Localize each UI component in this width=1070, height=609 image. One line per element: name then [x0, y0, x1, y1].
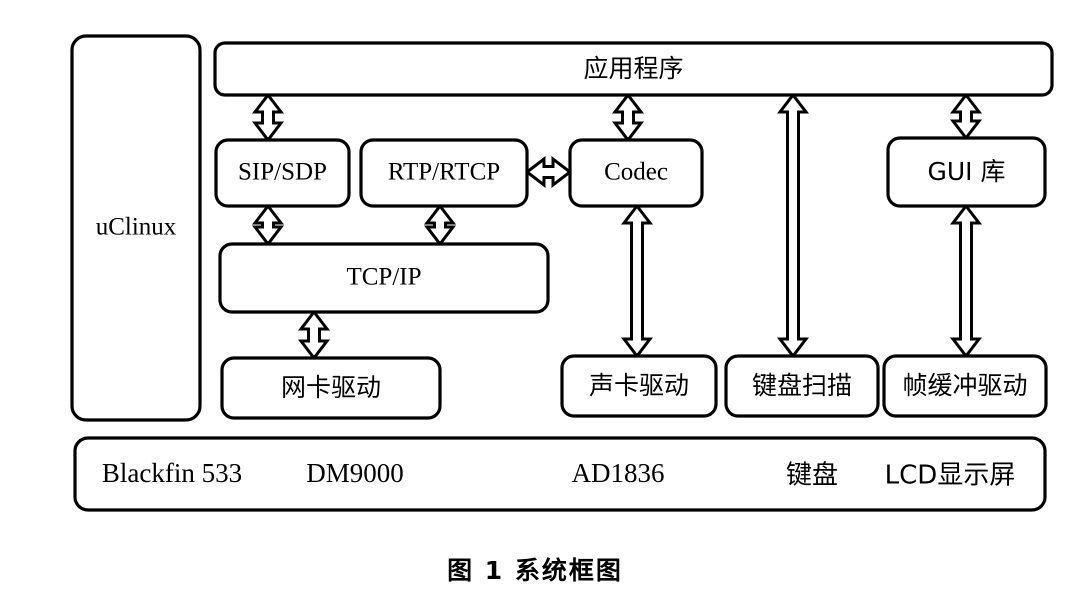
block-rtp-rtcp[interactable]: RTP/RTCP	[359, 138, 529, 208]
block-framebuffer-driver[interactable]: 帧缓冲驱动	[882, 354, 1048, 418]
box-layer: uClinux 应用程序 SIP/SDP RTP/RTCP Codec GUI 库 TCP/…	[70, 34, 1054, 512]
hardware-item-lcd-display: LCD显示屏	[885, 461, 1016, 491]
block-tcp-ip-label: TCP/IP	[346, 264, 421, 291]
connector-codec-to-sound-card-driver-arrow-icon	[620, 203, 654, 359]
hardware-item-ad1836: AD1836	[572, 458, 665, 488]
connector-tcp-ip-to-nic-driver-arrow-icon	[297, 309, 331, 361]
connector-app-to-codec-arrow-icon	[611, 92, 645, 143]
block-codec[interactable]: Codec	[568, 138, 704, 208]
hardware-item-blackfin-533: Blackfin 533	[102, 458, 242, 488]
block-keyboard-scan-label: 键盘扫描	[752, 371, 852, 400]
connector-app-to-sip-sdp-arrow-icon	[251, 92, 285, 143]
block-sound-card-driver-label: 声卡驱动	[589, 371, 689, 400]
block-rtp-rtcp-label: RTP/RTCP	[388, 159, 500, 186]
block-gui-lib[interactable]: GUI 库	[886, 136, 1047, 208]
hardware-item-keyboard: 键盘	[786, 461, 838, 491]
block-keyboard-scan-rect	[724, 354, 880, 418]
block-nic-driver-rect	[220, 356, 442, 420]
block-nic-driver-label: 网卡驱动	[281, 373, 381, 402]
connector-gui-lib-to-framebuffer-driver-arrow-icon	[949, 203, 983, 359]
block-framebuffer-driver-rect	[882, 354, 1048, 418]
block-sip-sdp[interactable]: SIP/SDP	[214, 138, 351, 208]
hardware-item-dm9000: DM9000	[306, 458, 404, 488]
block-application-rect	[213, 41, 1054, 97]
block-gui-lib-rect	[886, 136, 1047, 208]
connector-app-to-keyboard-scan-arrow-icon	[776, 92, 810, 359]
block-uclinux-rect	[70, 34, 202, 422]
connector-layer	[251, 92, 983, 361]
hardware-bar: Blackfin 533 DM9000 AD1836 键盘 LCD显示屏	[73, 436, 1047, 512]
block-application-label: 应用程序	[583, 54, 683, 83]
block-keyboard-scan[interactable]: 键盘扫描	[724, 354, 880, 418]
block-nic-driver[interactable]: 网卡驱动	[220, 356, 442, 420]
block-sip-sdp-label: SIP/SDP	[238, 159, 327, 186]
block-uclinux[interactable]: uClinux	[70, 34, 202, 422]
connector-sip-sdp-to-tcp-ip-arrow-icon	[251, 203, 285, 247]
block-uclinux-label: uClinux	[96, 214, 177, 241]
connector-app-to-gui-lib-arrow-icon	[949, 92, 983, 141]
connector-rtp-rtcp-to-codec-arrow-icon	[524, 155, 573, 189]
block-sip-sdp-rect	[214, 138, 351, 208]
block-tcp-ip[interactable]: TCP/IP	[218, 242, 550, 314]
block-gui-lib-label: GUI 库	[928, 157, 1006, 186]
block-application[interactable]: 应用程序	[213, 41, 1054, 97]
block-tcp-ip-rect	[218, 242, 550, 314]
block-sound-card-driver[interactable]: 声卡驱动	[560, 354, 718, 418]
block-codec-label: Codec	[604, 159, 668, 186]
hardware-bar-rect	[73, 436, 1047, 512]
block-codec-rect	[568, 138, 704, 208]
block-sound-card-driver-rect	[560, 354, 718, 418]
block-rtp-rtcp-rect	[359, 138, 529, 208]
connector-rtp-rtcp-to-tcp-ip-arrow-icon	[423, 203, 457, 247]
figure-caption: 图 1 系统框图	[447, 556, 623, 585]
block-framebuffer-driver-label: 帧缓冲驱动	[902, 371, 1027, 400]
